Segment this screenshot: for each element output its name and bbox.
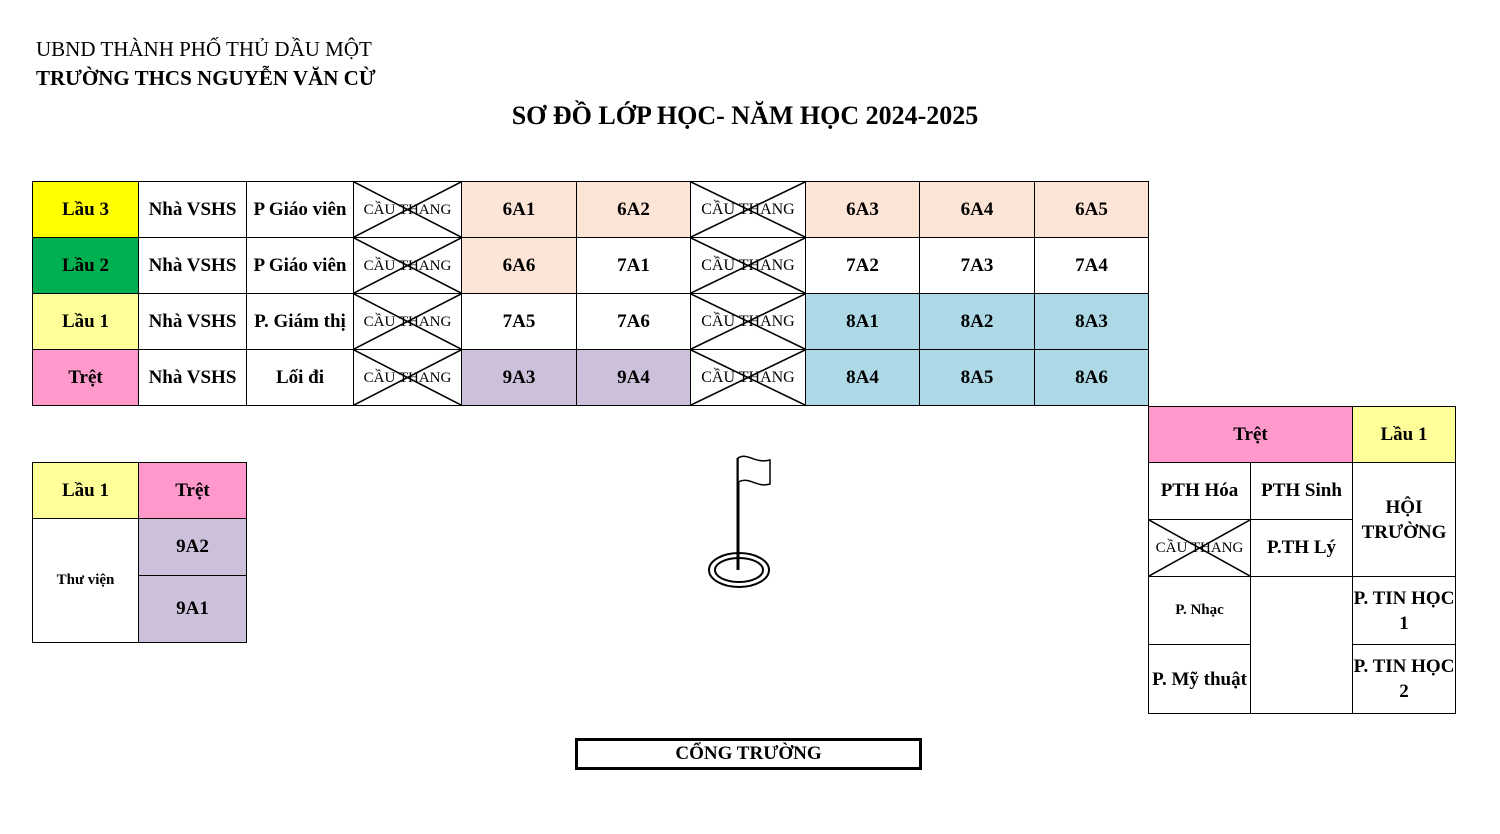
classroom: 8A4 xyxy=(805,349,920,406)
room-9a2: 9A2 xyxy=(138,518,247,576)
classroom: 7A2 xyxy=(805,237,920,294)
library-block-grid: Lầu 1 Trệt Thư viện 9A2 9A1 xyxy=(32,462,247,643)
room-9a1: 9A1 xyxy=(138,575,247,643)
classroom: 8A2 xyxy=(919,293,1035,350)
bio-lab: PTH Sinh xyxy=(1250,462,1353,520)
cross-mark xyxy=(354,350,461,405)
room-col-2: P. Giám thị xyxy=(246,293,354,350)
left-head-tret: Trệt xyxy=(138,462,247,519)
stairs-middle: CẦU THANG xyxy=(690,349,806,406)
floor-label: Trệt xyxy=(32,349,139,406)
physics-lab: P.TH Lý xyxy=(1250,519,1353,577)
classroom: 8A6 xyxy=(1034,349,1149,406)
student-restroom: Nhà VSHS xyxy=(138,349,247,406)
cross-mark xyxy=(691,182,805,237)
floor-label: Lầu 2 xyxy=(32,237,139,294)
floor-label: Lầu 1 xyxy=(32,293,139,350)
it-room-2: P. TIN HỌC 2 xyxy=(1352,644,1456,714)
student-restroom: Nhà VSHS xyxy=(138,293,247,350)
library-room: Thư viện xyxy=(32,518,139,643)
stairs-west: CẦU THANG xyxy=(353,181,462,238)
stairs-right: CẦU THANG xyxy=(1148,519,1251,577)
chem-lab: PTH Hóa xyxy=(1148,462,1251,520)
cross-mark xyxy=(354,294,461,349)
classroom: 6A4 xyxy=(919,181,1035,238)
classroom: 7A6 xyxy=(576,293,691,350)
stairs-label: CẦU THANG xyxy=(1155,540,1244,556)
classroom: 8A1 xyxy=(805,293,920,350)
stairs-label: CẦU THANG xyxy=(363,201,452,218)
right-head-lau1: Lầu 1 xyxy=(1352,406,1456,463)
room-col-2: Lối đi xyxy=(246,349,354,406)
cross-mark xyxy=(691,238,805,293)
classroom: 6A2 xyxy=(576,181,691,238)
org-line-2: TRƯỜNG THCS NGUYỄN VĂN CỪ xyxy=(36,66,376,90)
flagpole-icon xyxy=(708,455,771,588)
cross-mark xyxy=(691,294,805,349)
art-room: P. Mỹ thuật xyxy=(1148,644,1251,714)
student-restroom: Nhà VSHS xyxy=(138,237,247,294)
stairs-middle: CẦU THANG xyxy=(690,293,806,350)
floor-label: Lầu 3 xyxy=(32,181,139,238)
classroom: 6A5 xyxy=(1034,181,1149,238)
classroom: 6A1 xyxy=(461,181,577,238)
stairs-label: CẦU THANG xyxy=(701,200,795,218)
stairs-label: CẦU THANG xyxy=(363,369,452,386)
stairs-west: CẦU THANG xyxy=(353,237,462,294)
org-line-1: UBND THÀNH PHỐ THỦ DẦU MỘT xyxy=(36,37,372,61)
stairs-west: CẦU THANG xyxy=(353,293,462,350)
classroom: 7A3 xyxy=(919,237,1035,294)
stairs-label: CẦU THANG xyxy=(363,257,452,274)
stairs-label: CẦU THANG xyxy=(701,312,795,330)
right-head-tret: Trệt xyxy=(1148,406,1353,463)
it-room-1: P. TIN HỌC 1 xyxy=(1352,576,1456,645)
classroom: 7A5 xyxy=(461,293,577,350)
lab-block-grid: Trệt Lầu 1 PTH Hóa PTH Sinh HỘI TRƯỜNG C… xyxy=(1148,406,1456,714)
classroom: 7A1 xyxy=(576,237,691,294)
cross-mark xyxy=(691,350,805,405)
room-col-2: P Giáo viên xyxy=(246,237,354,294)
room-col-2: P Giáo viên xyxy=(246,181,354,238)
left-head-lau1: Lầu 1 xyxy=(32,462,139,519)
classroom: 6A6 xyxy=(461,237,577,294)
school-gate: CỔNG TRƯỜNG xyxy=(575,738,922,770)
classroom: 7A4 xyxy=(1034,237,1149,294)
cross-mark xyxy=(354,238,461,293)
classroom: 9A4 xyxy=(576,349,691,406)
assembly-hall: HỘI TRƯỜNG xyxy=(1352,462,1456,577)
classroom: 6A3 xyxy=(805,181,920,238)
cross-mark xyxy=(1149,520,1250,576)
stairs-middle: CẦU THANG xyxy=(690,237,806,294)
stairs-middle: CẦU THANG xyxy=(690,181,806,238)
stairs-west: CẦU THANG xyxy=(353,349,462,406)
page-title: SƠ ĐỒ LỚP HỌC- NĂM HỌC 2024-2025 xyxy=(511,101,979,130)
music-room: P. Nhạc xyxy=(1148,576,1251,645)
classroom: 9A3 xyxy=(461,349,577,406)
classroom: 8A3 xyxy=(1034,293,1149,350)
cross-mark xyxy=(354,182,461,237)
stairs-label: CẦU THANG xyxy=(701,256,795,274)
stairs-label: CẦU THANG xyxy=(363,313,452,330)
stairs-label: CẦU THANG xyxy=(701,368,795,386)
blank-cell xyxy=(1250,576,1353,714)
student-restroom: Nhà VSHS xyxy=(138,181,247,238)
classroom: 8A5 xyxy=(919,349,1035,406)
